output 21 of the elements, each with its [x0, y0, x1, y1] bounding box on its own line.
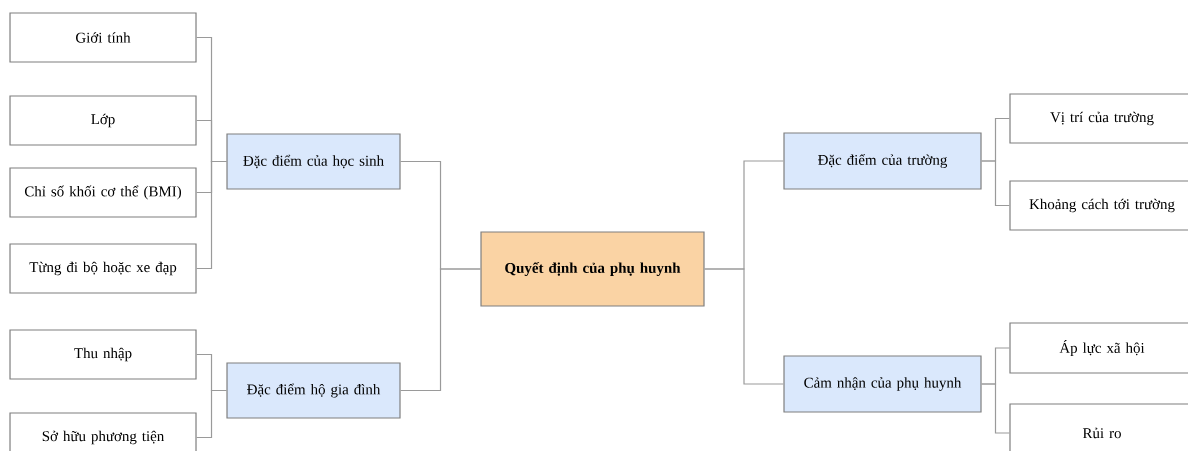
decision-box: Quyết định của phụ huynh: [480, 231, 705, 307]
factor-box: Chỉ số khối cơ thể (BMI): [9, 167, 197, 218]
connector: [981, 383, 1010, 434]
factor-box: Thu nhập: [9, 329, 197, 380]
factor-box: Áp lực xã hội: [1009, 322, 1188, 374]
factor-box: Rủi ro: [1009, 403, 1188, 451]
category-box: Đặc điểm của học sinh: [226, 133, 401, 190]
factor-box: Giới tính: [9, 12, 197, 63]
connector: [400, 268, 481, 392]
category-box: Đặc điểm của trường: [783, 132, 982, 190]
connector: [196, 160, 227, 270]
connector: [704, 268, 784, 385]
factor-box: Từng đi bộ hoặc xe đạp: [9, 243, 197, 294]
factor-box: Vị trí của trường: [1009, 93, 1188, 144]
category-box: Đặc điểm hộ gia đình: [226, 362, 401, 419]
connector: [981, 160, 1010, 207]
category-box: Cảm nhận của phụ huynh: [783, 355, 982, 413]
factor-box: Sở hữu phương tiện: [9, 412, 197, 451]
factor-box: Khoảng cách tới trường: [1009, 180, 1188, 231]
connector: [196, 389, 227, 439]
factor-box: Lớp: [9, 95, 197, 146]
